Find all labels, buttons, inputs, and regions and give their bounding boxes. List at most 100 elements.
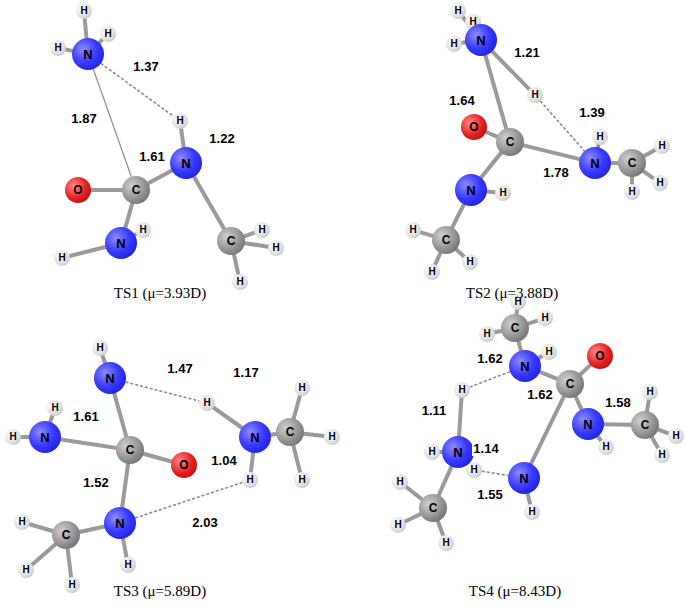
hydrogen-atom: H: [14, 514, 30, 530]
chemical-bond: [604, 422, 631, 426]
atom-symbol: N: [181, 157, 190, 170]
atom-symbol: H: [203, 398, 210, 408]
chemical-bond: [519, 342, 521, 351]
chemical-bond: [251, 453, 253, 472]
atom-symbol: C: [628, 157, 637, 169]
hydrogen-atom: H: [642, 384, 658, 400]
chemical-bond: [70, 247, 106, 256]
chemical-bond: [50, 416, 52, 422]
atom-symbol: H: [80, 6, 87, 16]
atom-symbol: H: [409, 225, 416, 235]
hydrogen-atom: H: [668, 428, 684, 444]
atom-symbol: H: [124, 560, 131, 570]
atom-symbol: H: [394, 520, 401, 530]
atom-symbol: H: [656, 178, 663, 188]
hydrogen-atom: H: [524, 504, 540, 520]
chemical-bond: [487, 189, 495, 194]
chemical-bond: [421, 232, 433, 236]
bond-length: 2.03: [191, 515, 218, 530]
structure-caption: TS3 (μ=5.89D): [114, 583, 206, 600]
chemical-bond: [481, 153, 501, 178]
hydrogen-atom: H: [405, 222, 421, 238]
chemical-bond: [658, 430, 668, 434]
chemical-bond: [68, 549, 71, 577]
nitrogen-atom: N: [455, 174, 487, 206]
nitrogen-atom: N: [170, 147, 202, 179]
nitrogen-atom: N: [509, 350, 541, 382]
atom-symbol: H: [658, 141, 665, 151]
chemical-bond: [304, 434, 324, 436]
chemical-bond: [643, 171, 653, 178]
atom-symbol: H: [236, 277, 243, 287]
hydrogen-atom: H: [527, 87, 543, 103]
nitrogen-atom: N: [72, 38, 104, 70]
structure-caption: TS4 (μ=8.43D): [469, 583, 561, 600]
atom-symbol: H: [450, 39, 457, 49]
atom-symbol: H: [541, 313, 548, 323]
bond-length: 1.21: [513, 45, 540, 60]
hydrogen-bond: [482, 471, 508, 475]
hydrogen-atom: H: [324, 429, 340, 445]
atom-symbol: H: [58, 253, 65, 263]
atom-symbol: H: [528, 507, 535, 517]
atom-symbol: H: [428, 267, 435, 277]
bond-length: 1.39: [578, 105, 605, 120]
nitrogen-atom: N: [105, 227, 137, 259]
carbon-atom: C: [496, 128, 524, 156]
hydrogen-atom: H: [135, 222, 151, 238]
chemical-bond: [439, 467, 452, 496]
bond-length: 1.87: [70, 111, 97, 126]
chemical-bond: [630, 177, 634, 184]
atom-symbol: H: [396, 477, 403, 487]
chemical-bond: [576, 397, 582, 410]
bond-length: 1.61: [72, 409, 99, 424]
chemical-bond: [456, 249, 464, 256]
chemical-bond: [495, 331, 501, 332]
carbon-atom: C: [116, 436, 144, 464]
chemical-bond: [122, 464, 128, 507]
atom-symbol: H: [176, 116, 183, 126]
nitrogen-atom: N: [239, 421, 271, 453]
atom-symbol: C: [506, 136, 515, 148]
chemical-bond: [528, 494, 531, 505]
atom-symbol: H: [272, 243, 279, 253]
atom-symbol: C: [62, 529, 71, 541]
chemical-bond: [91, 188, 122, 192]
hydrogen-atom: H: [652, 175, 668, 191]
hydrogen-atom: H: [454, 382, 470, 398]
chemical-bond: [80, 526, 105, 531]
structure-caption: TS2 (μ=3.88D): [466, 285, 558, 302]
nitrogen-atom: N: [579, 147, 611, 179]
atom-symbol: N: [583, 418, 592, 431]
bond-length: 1.04: [210, 453, 237, 468]
chemical-bond: [652, 437, 658, 448]
carbon-atom: C: [122, 176, 150, 204]
nitrogen-atom: N: [465, 24, 497, 56]
hydrogen-atom: H: [64, 577, 80, 593]
atom-symbol: H: [258, 225, 265, 235]
bond-length: 1.22: [208, 131, 235, 146]
hydrogen-atom: H: [199, 395, 215, 411]
hydrogen-atom: H: [537, 310, 553, 326]
atom-symbol: N: [115, 517, 124, 530]
hydrogen-atom: H: [624, 184, 640, 200]
atom-symbol: H: [428, 447, 435, 457]
chemical-bond: [528, 321, 537, 324]
atom-symbol: O: [469, 121, 478, 133]
chemical-bond: [485, 55, 506, 128]
hydrogen-atom: H: [50, 40, 66, 56]
chemical-bond: [580, 365, 590, 375]
hydrogen-atom: H: [268, 240, 284, 256]
atom-symbol: N: [453, 446, 462, 459]
hydrogen-atom: H: [18, 562, 34, 578]
chemical-bond: [486, 132, 497, 137]
hydrogen-atom: H: [424, 264, 440, 280]
atom-symbol: H: [596, 132, 603, 142]
bond-length: 1.78: [542, 165, 569, 180]
atom-symbol: C: [429, 502, 438, 514]
chemical-bond: [244, 233, 254, 237]
atom-symbol: H: [658, 450, 665, 460]
hydrogen-atom: H: [390, 517, 406, 533]
hydrogen-atom: H: [592, 129, 608, 145]
